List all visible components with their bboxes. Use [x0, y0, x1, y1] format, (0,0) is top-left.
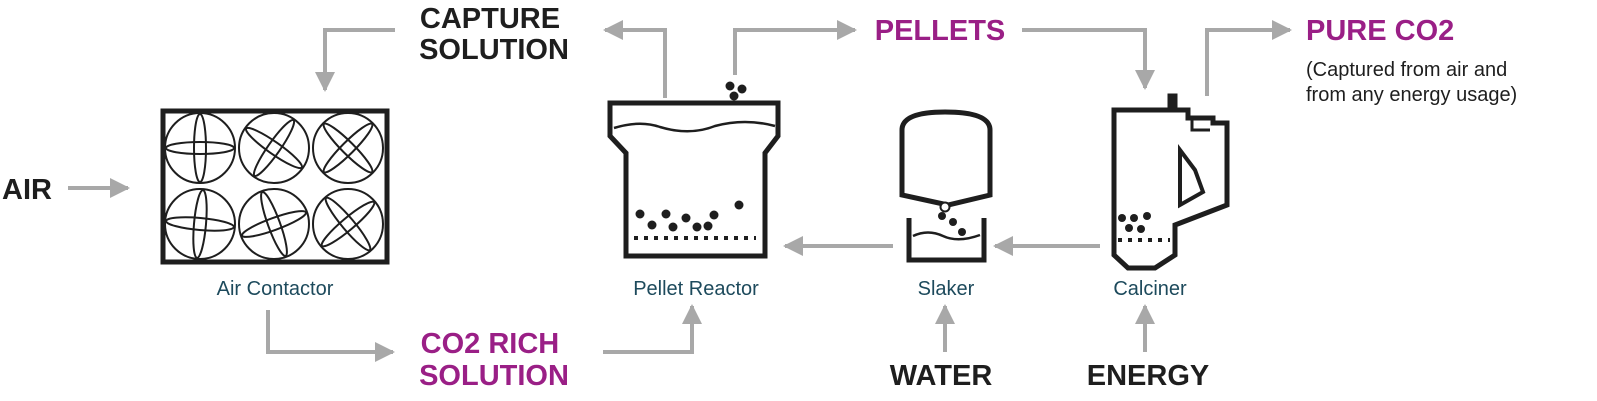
pellets-icon [635, 81, 747, 232]
fan-icon [164, 188, 236, 260]
calciner-to-pure-co2-arrow [1205, 20, 1292, 96]
capture-solution-arrow [315, 28, 395, 92]
fan-icon [312, 112, 384, 184]
air-label: AIR [2, 174, 52, 206]
pure-co2-label: PURE CO2 [1306, 15, 1454, 47]
air-contactor-to-co2-rich-arrow [266, 310, 395, 362]
calciner [1111, 93, 1230, 271]
co2-rich-solution-label: CO2 RICH SOLUTION [419, 328, 569, 392]
air-contactor-frame [160, 108, 390, 265]
pellet-reactor-label: Pellet Reactor [633, 278, 759, 300]
reactor-to-pellets-arrow [733, 20, 857, 75]
pellet-reactor [607, 81, 781, 259]
slaker-hopper [899, 109, 993, 208]
lime-pellets-icon [1118, 212, 1151, 233]
calciner-body [1111, 93, 1230, 271]
co2-rich-to-reactor-arrow [603, 304, 702, 354]
fan-icon [238, 112, 310, 184]
fan-icon [164, 112, 236, 184]
air-contactor-label: Air Contactor [217, 278, 334, 300]
reactor-liquid-surface [613, 120, 776, 133]
lime-particles-icon [938, 212, 966, 236]
calciner-label: Calciner [1113, 278, 1187, 300]
fan-icon [238, 188, 310, 260]
pure-co2-note: (Captured from air and from any energy u… [1306, 59, 1517, 106]
labels: AIR CAPTURE SOLUTION PELLETS PURE CO2 (C… [2, 3, 1517, 392]
pellet-reactor-vessel [607, 100, 781, 259]
slaker [899, 109, 993, 263]
slaker-liquid-surface [912, 231, 981, 241]
pellets-to-calciner-arrow [1022, 28, 1155, 90]
pellets-label: PELLETS [875, 15, 1006, 47]
slaker-label: Slaker [918, 278, 975, 300]
calciner-hopper-top [1190, 118, 1210, 132]
air-contactor [160, 108, 390, 265]
capture-solution-label: CAPTURE SOLUTION [419, 3, 569, 66]
calciner-cyclone [1178, 144, 1206, 209]
flow-arrows [68, 20, 1292, 362]
energy-label: ENERGY [1087, 360, 1209, 392]
fan-icon [312, 188, 384, 260]
reactor-to-capture-solution-arrow [603, 20, 667, 98]
water-label: WATER [890, 360, 993, 392]
slaker-tank [906, 218, 987, 263]
